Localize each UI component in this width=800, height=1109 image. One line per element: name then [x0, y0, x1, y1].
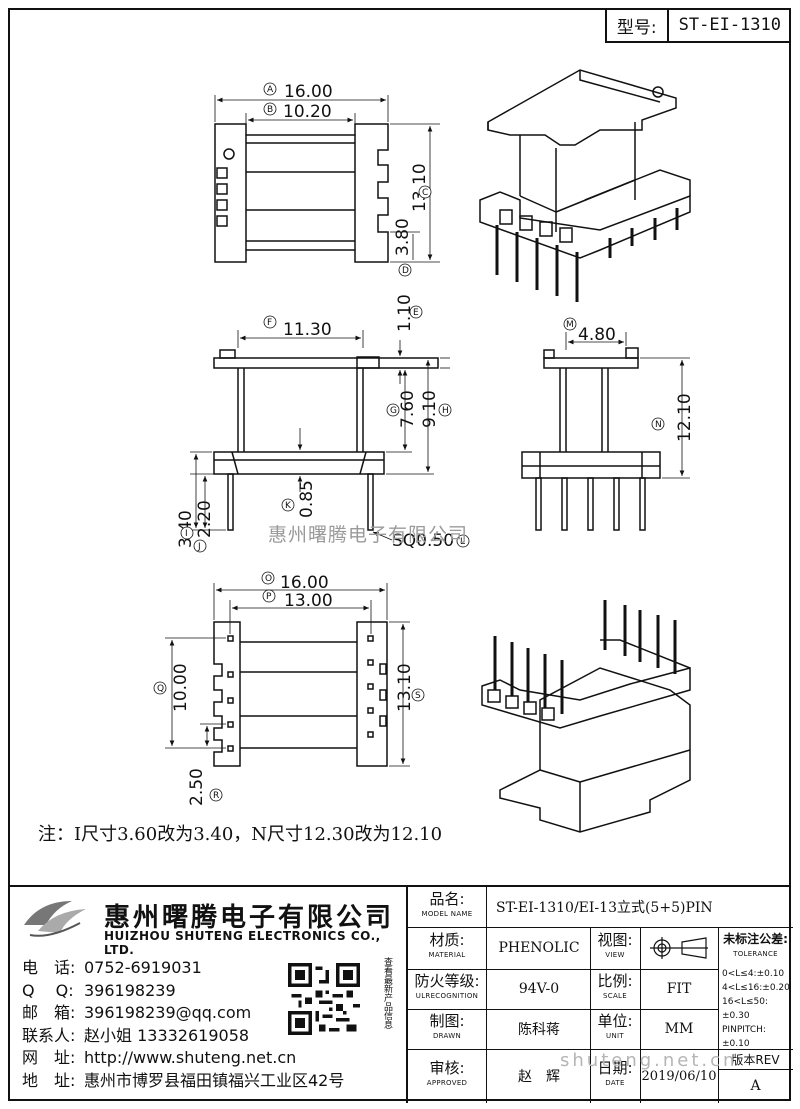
svg-text:3.80: 3.80: [393, 218, 413, 256]
svg-text:P: P: [266, 592, 272, 602]
svg-text:L: L: [460, 537, 465, 547]
svg-text:13.00: 13.00: [284, 591, 333, 611]
tolerance-label: 未标注公差:TOLERANCE: [723, 932, 788, 958]
top-view: [214, 95, 440, 263]
bottom-view: [165, 583, 410, 767]
company-header: 惠州曙腾电子有限公司 HUIZHOU SHUTENG ELECTRONICS C…: [8, 887, 406, 957]
projection-symbol: [640, 927, 718, 969]
approved-label: 审核:APPROVED: [426, 1059, 468, 1088]
contact-row: 邮 箱:396198239@qq.com: [22, 1003, 252, 1022]
fire-rating-label: 防火等级:ULRECOGNITION: [414, 972, 480, 1001]
model-name-value: ST-EI-1310/EI-13立式(5+5)PIN: [496, 900, 713, 916]
dimension-labels: 16.00 10.20 13.10 3.80 11.30 1.10 7.60 9…: [171, 82, 695, 806]
svg-text:C: C: [422, 188, 428, 198]
svg-text:2.50: 2.50: [187, 768, 207, 806]
svg-text:G: G: [390, 406, 397, 416]
scale-value: FIT: [666, 981, 692, 997]
model-label: 型号:: [607, 9, 669, 41]
svg-text:F: F: [267, 318, 272, 328]
svg-text:M: M: [566, 320, 574, 330]
svg-text:D: D: [402, 266, 409, 276]
technical-drawing: 16.00 10.20 13.10 3.80 11.30 1.10 7.60 9…: [153, 69, 695, 833]
unit-label: 单位:UNIT: [597, 1012, 633, 1041]
svg-text:SQ0.50: SQ0.50: [392, 531, 454, 551]
svg-text:A: A: [267, 85, 274, 95]
scale-label: 比例:SCALE: [597, 972, 633, 1001]
contact-row[interactable]: 网 址:http://www.shuteng.net.cn: [22, 1048, 297, 1067]
contact-row: Q Q:396198239: [22, 980, 176, 1000]
svg-text:4.80: 4.80: [578, 325, 616, 345]
iso-view-top: [479, 69, 691, 302]
svg-text:12.10: 12.10: [675, 393, 695, 442]
end-view: [521, 332, 690, 531]
svg-text:16.00: 16.00: [280, 573, 329, 593]
watermark-text: 惠州曙腾电子有限公司: [268, 524, 469, 546]
svg-text:0.85: 0.85: [297, 480, 317, 518]
model-value: ST-EI-1310: [678, 15, 781, 35]
svg-text:E: E: [413, 308, 419, 318]
company-name-en: HUIZHOU SHUTENG ELECTRONICS CO., LTD.: [104, 929, 381, 957]
contact-row: 地 址:惠州市博罗县福田镇福兴工业区42号: [22, 1070, 345, 1090]
unit-value: MM: [664, 1021, 694, 1037]
projection-icon: [650, 937, 708, 959]
qr-caption: 查看最新产品信息: [382, 957, 392, 1029]
svg-text:13.10: 13.10: [410, 163, 430, 212]
info-grid: 品名:MODEL NAME ST-EI-1310/EI-13立式(5+5)PIN…: [406, 887, 793, 1103]
contact-row: 电 话:0752-6919031: [22, 958, 202, 977]
contact-row: 联系人:赵小姐 13332619058: [22, 1025, 250, 1045]
svg-text:10.20: 10.20: [283, 102, 332, 122]
svg-text:N: N: [655, 420, 662, 430]
date-value: 2019/06/10: [641, 1068, 717, 1084]
company-logo-icon: [24, 901, 86, 937]
material-label: 材质:MATERIAL: [428, 931, 466, 960]
svg-text:S: S: [415, 691, 421, 701]
revision-note: 注：I尺寸3.60改为3.40，N尺寸12.30改为12.10: [38, 824, 443, 845]
revision-value: A: [750, 1078, 761, 1094]
fire-rating-value: 94V-0: [518, 981, 560, 997]
model-name-label: 品名:MODEL NAME: [421, 890, 473, 919]
svg-text:Q: Q: [157, 684, 164, 694]
svg-text:2.20: 2.20: [195, 500, 215, 538]
date-label: 日期:DATE: [597, 1059, 633, 1088]
drawn-value: 陈科蒋: [518, 1022, 560, 1038]
svg-text:O: O: [265, 574, 272, 584]
drawn-label: 制图:DRAWN: [429, 1012, 465, 1041]
side-view: [190, 330, 450, 541]
svg-text:I: I: [185, 529, 188, 539]
drawing-frame: [8, 8, 791, 1101]
contact-list: 电 话:0752-6919031 Q Q:396198239 邮 箱:39619…: [22, 957, 344, 1092]
approved-value: 赵 辉: [518, 1069, 560, 1085]
svg-text:16.00: 16.00: [284, 82, 333, 102]
material-value: PHENOLIC: [498, 940, 580, 956]
reference-circles: A B C D E F G H I J K L M N O P Q R S: [153, 82, 665, 802]
watermark-url: shuteng.net.cn: [560, 1050, 738, 1071]
svg-text:H: H: [442, 406, 449, 416]
view-label: 视图:VIEW: [597, 931, 633, 960]
svg-text:13.10: 13.10: [395, 663, 415, 712]
tolerance-list: 0<L≤4:±0.10 4<L≤16:±0.20 16<L≤50:±0.30 P…: [722, 969, 790, 1049]
svg-text:7.60: 7.60: [398, 390, 418, 428]
svg-text:10.00: 10.00: [171, 663, 191, 712]
company-name-cn: 惠州曙腾电子有限公司: [104, 903, 395, 933]
svg-text:J: J: [197, 542, 201, 552]
svg-text:B: B: [267, 105, 273, 115]
iso-view-bottom: [481, 600, 691, 833]
svg-text:R: R: [213, 791, 219, 801]
svg-text:11.30: 11.30: [283, 320, 332, 340]
model-number-box: 型号: ST-EI-1310: [604, 9, 791, 43]
svg-text:1.10: 1.10: [395, 294, 415, 332]
qr-code[interactable]: [288, 963, 360, 1035]
revision-label: 版本REV: [731, 1052, 780, 1067]
svg-text:K: K: [285, 501, 292, 511]
title-block: 惠州曙腾电子有限公司 HUIZHOU SHUTENG ELECTRONICS C…: [8, 885, 793, 1103]
svg-text:9.10: 9.10: [420, 390, 440, 428]
